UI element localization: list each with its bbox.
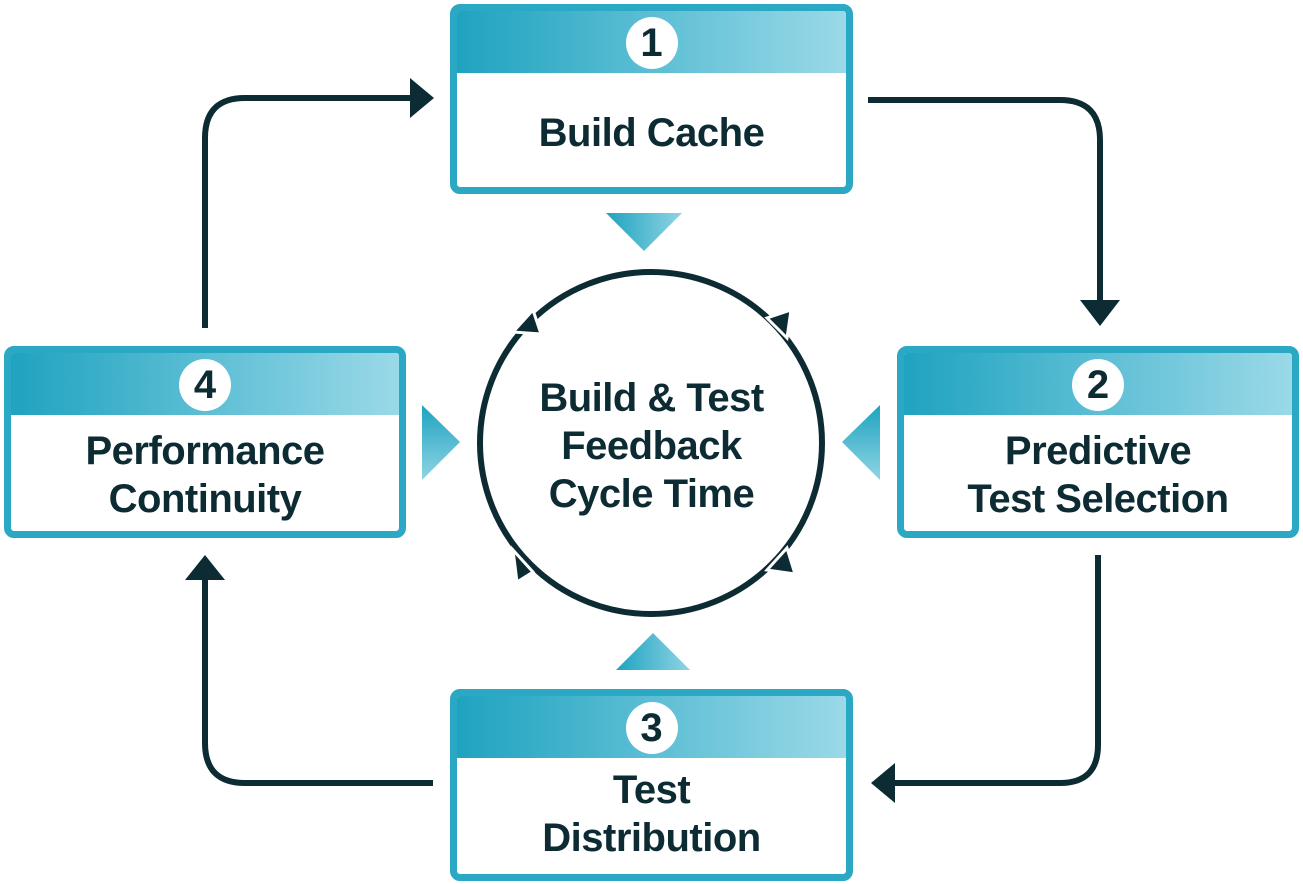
arrowhead-down-icon [1080, 300, 1120, 326]
step-title-line: Performance [85, 429, 325, 473]
step-box-test-distribution: 3 Test Distribution [450, 689, 853, 881]
connector-4-to-1 [202, 95, 410, 328]
connector-1-to-2 [868, 97, 1103, 300]
cycle-arrow-bottom-right-icon [763, 545, 798, 576]
step-title: Build Cache [457, 109, 846, 157]
step-title: Test Distribution [457, 766, 846, 862]
step-title-line: Build Cache [538, 111, 765, 155]
center-label-line: Feedback [561, 424, 742, 468]
cycle-arrow-bottom-left-icon [510, 545, 536, 585]
step-number-badge: 3 [625, 702, 678, 754]
cycle-arrow-top-left-icon [509, 307, 544, 336]
step-number-badge: 1 [625, 17, 678, 69]
arrowhead-left-icon [871, 763, 895, 803]
pointer-triangle-left-icon [842, 405, 880, 480]
step-title: Performance Continuity [11, 427, 399, 523]
arrowhead-up-icon [185, 555, 225, 580]
step-box-performance-continuity: 4 Performance Continuity [4, 346, 406, 538]
step-title: Predictive Test Selection [904, 427, 1292, 523]
step-number-badge: 2 [1072, 359, 1124, 411]
cycle-arrow-top-right-icon [764, 307, 793, 342]
cycle-ring [477, 269, 825, 617]
step-title-line: Continuity [108, 477, 302, 521]
connector-2-to-3 [895, 555, 1101, 786]
step-title-line: Distribution [542, 816, 761, 860]
step-box-predictive-test-selection: 2 Predictive Test Selection [897, 346, 1299, 538]
step-title-line: Test Selection [967, 477, 1229, 521]
pointer-triangle-right-icon [422, 405, 460, 480]
center-label-line: Cycle Time [548, 472, 755, 516]
step-number-badge: 4 [179, 359, 231, 411]
connector-3-to-4 [202, 580, 433, 786]
center-cycle-label: Build & Test Feedback Cycle Time [500, 374, 803, 518]
pointer-triangle-up-icon [616, 633, 690, 670]
center-label-line: Build & Test [539, 376, 764, 420]
step-box-build-cache: 1 Build Cache [450, 4, 853, 194]
step-title-line: Predictive [1004, 429, 1192, 473]
step-title-line: Test [612, 768, 691, 812]
pointer-triangle-down-icon [606, 213, 682, 251]
arrowhead-right-icon [410, 78, 434, 118]
